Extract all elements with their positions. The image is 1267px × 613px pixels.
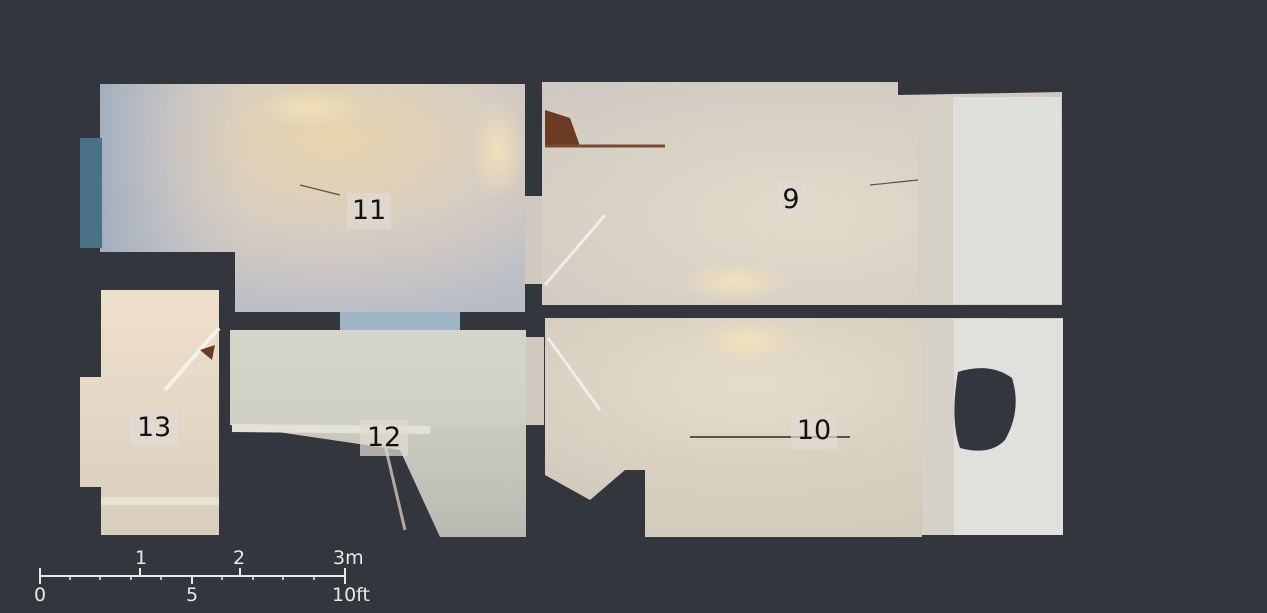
scale-tick-label-5ft: 5 (186, 584, 199, 606)
scale-tick-label-0ft: 0 (34, 584, 47, 606)
scale-tick-label-3m: 3m (333, 547, 364, 569)
room-label-13[interactable]: 13 (130, 410, 178, 446)
scale-tick-label-1m: 1 (135, 547, 148, 569)
scale-bar (39, 568, 346, 584)
scale-tick-label-10ft: 10ft (332, 584, 370, 606)
room-label-9[interactable]: 9 (777, 182, 805, 218)
room-label-10[interactable]: 10 (791, 413, 837, 449)
room-12-floor (230, 330, 544, 537)
scale-tick-label-2m: 2 (233, 547, 246, 569)
room-11-floor (80, 84, 525, 330)
room-label-11[interactable]: 11 (347, 193, 391, 229)
room-label-12[interactable]: 12 (360, 420, 408, 456)
